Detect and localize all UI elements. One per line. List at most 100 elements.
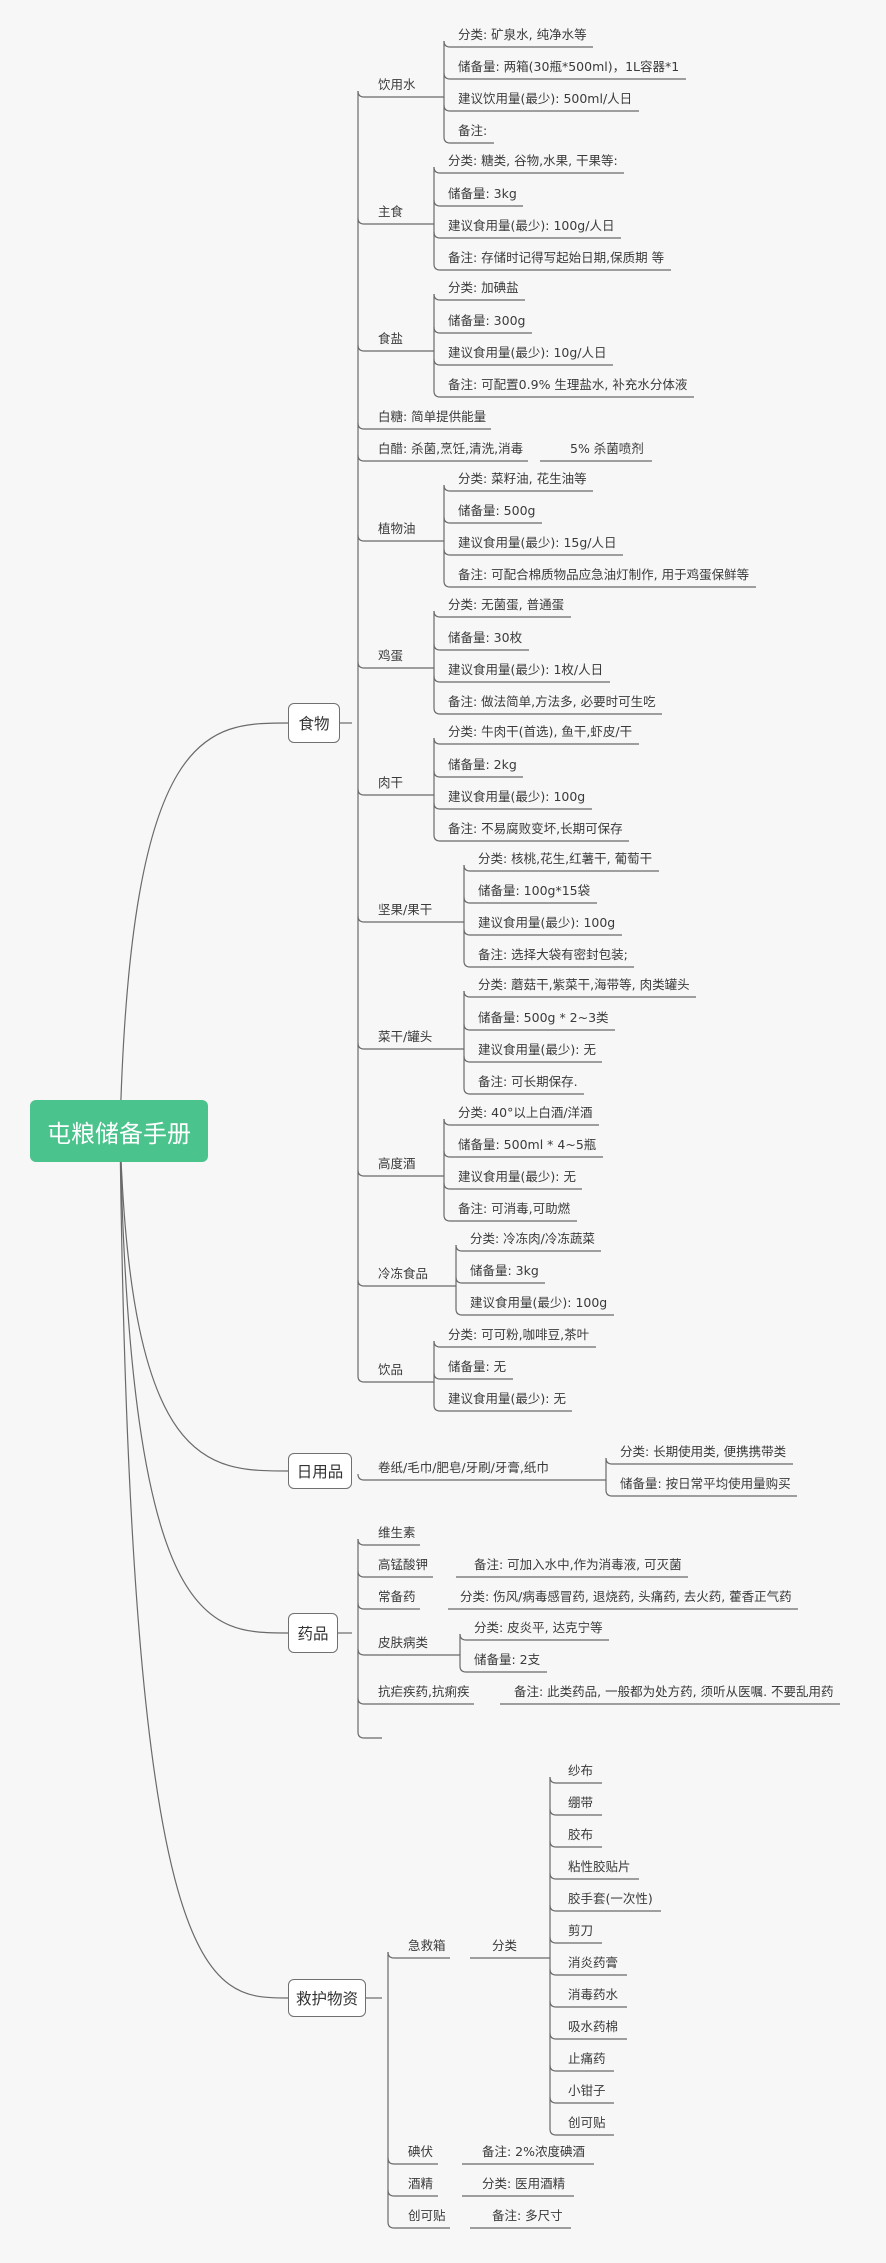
category-daily[interactable]: 日用品: [288, 1453, 352, 1489]
leaf-item[interactable]: 建议饮用量(最少): 500ml/人日: [458, 91, 633, 106]
subtopic[interactable]: 肉干: [378, 775, 404, 790]
subtopic[interactable]: 植物油: [378, 521, 416, 536]
leaf-item[interactable]: 建议食用量(最少): 无: [478, 1042, 596, 1057]
leaf-item[interactable]: 吸水药棉: [568, 2019, 619, 2034]
leaf-item[interactable]: 备注: 此类药品, 一般都为处方药, 须听从医嘱. 不要乱用药: [514, 1684, 834, 1699]
leaf-item[interactable]: 储备量: 500g * 2~3类: [478, 1010, 609, 1025]
leaf-item[interactable]: 储备量: 无: [448, 1359, 507, 1374]
subtopic-underline: [357, 1042, 437, 1050]
category-rescue[interactable]: 救护物资: [288, 1979, 366, 2017]
subtopic[interactable]: 抗疟疾药,抗痢疾: [378, 1684, 470, 1699]
leaf-item[interactable]: 分类: 糖类, 谷物,水果, 干果等:: [448, 153, 618, 168]
leaf-item[interactable]: 储备量: 300g: [448, 313, 526, 328]
subtopic[interactable]: 碘伏: [408, 2144, 434, 2159]
leaf-item[interactable]: 绷带: [568, 1795, 594, 1810]
leaf-item[interactable]: 分类: 40°以上白酒/洋酒: [458, 1105, 593, 1120]
leaf-item[interactable]: 分类: 皮炎平, 达克宁等: [474, 1620, 603, 1635]
subtopic[interactable]: 高锰酸钾: [378, 1557, 429, 1572]
leaf-item[interactable]: 建议食用量(最少): 15g/人日: [458, 535, 617, 550]
leaf-item[interactable]: 分类: 蘑菇干,紫菜干,海带等, 肉类罐头: [478, 977, 690, 992]
leaf-item[interactable]: 剪刀: [568, 1923, 594, 1938]
leaf-item[interactable]: 储备量: 500g: [458, 503, 536, 518]
subtopic[interactable]: 高度酒: [378, 1156, 416, 1171]
leaf-item[interactable]: 储备量: 30枚: [448, 630, 523, 645]
leaf-item[interactable]: 分类: 核桃,花生,红薯干, 葡萄干: [478, 851, 653, 866]
leaf-item[interactable]: 分类: 可可粉,咖啡豆,茶叶: [448, 1327, 590, 1342]
leaf-item[interactable]: 建议食用量(最少): 1枚/人日: [448, 662, 604, 677]
subtopic[interactable]: 皮肤病类: [378, 1635, 429, 1650]
leaf-item[interactable]: 分类: 长期使用类, 便携携带类: [620, 1444, 787, 1459]
subtopic[interactable]: 白醋: 杀菌,烹饪,清洗,消毒: [378, 441, 524, 456]
leaf-item[interactable]: 建议食用量(最少): 100g: [470, 1295, 608, 1310]
leaf-item[interactable]: 止痛药: [568, 2051, 606, 2066]
leaf-item[interactable]: 备注: 可配合棉质物品应急油灯制作, 用于鸡蛋保鲜等: [458, 567, 750, 582]
subtopic[interactable]: 菜干/罐头: [378, 1029, 433, 1044]
leaf-item[interactable]: 消炎药膏: [568, 1955, 619, 1970]
leaf-item[interactable]: 分类: 矿泉水, 纯净水等: [458, 27, 587, 42]
subtopic[interactable]: 急救箱: [408, 1938, 446, 1953]
leaf-item[interactable]: 备注: 做法简单,方法多, 必要时可生吃: [448, 694, 656, 709]
subtopic[interactable]: 常备药: [378, 1589, 416, 1604]
leaf-item[interactable]: 建议食用量(最少): 无: [458, 1169, 576, 1184]
leaf-item[interactable]: 储备量: 3kg: [470, 1263, 539, 1278]
subtopic[interactable]: 分类: [492, 1938, 518, 1953]
category-food[interactable]: 食物: [288, 703, 340, 743]
leaf-item[interactable]: 备注: 存储时记得写起始日期,保质期 等: [448, 250, 665, 265]
subtopic-underline: [357, 1697, 474, 1705]
leaf-underline: [433, 1372, 513, 1380]
leaf-underline: [459, 1665, 547, 1673]
leaf-item[interactable]: 小钳子: [568, 2083, 606, 2098]
subtopic[interactable]: 主食: [378, 204, 404, 219]
subtopic[interactable]: 饮用水: [378, 77, 416, 92]
leaf-item[interactable]: 储备量: 2支: [474, 1652, 541, 1667]
leaf-item[interactable]: 储备量: 两箱(30瓶*500ml)，1L容器*1: [458, 59, 680, 74]
subtopic[interactable]: 鸡蛋: [378, 648, 404, 663]
root-topic[interactable]: 屯粮储备手册: [30, 1100, 208, 1162]
leaf-item[interactable]: 储备量: 500ml * 4~5瓶: [458, 1137, 597, 1152]
leaf-item[interactable]: 备注: 不易腐败变坏,长期可保存: [448, 821, 623, 836]
leaf-item[interactable]: 备注: 可长期保存.: [478, 1074, 578, 1089]
leaf-item[interactable]: 胶布: [568, 1827, 594, 1842]
leaf-item[interactable]: 分类: 加碘盐: [448, 280, 519, 295]
leaf-item[interactable]: 分类: 无菌蛋, 普通蛋: [448, 597, 565, 612]
leaf-item[interactable]: 建议食用量(最少): 100g/人日: [448, 218, 615, 233]
leaf-item[interactable]: 储备量: 2kg: [448, 757, 517, 772]
leaf-item[interactable]: 胶手套(一次性): [568, 1891, 653, 1906]
leaf-item[interactable]: 分类: 伤风/病毒感冒药, 退烧药, 头痛药, 去火药, 藿香正气药: [460, 1589, 792, 1604]
subtopic[interactable]: 维生素: [378, 1525, 416, 1540]
subtopic[interactable]: 食盐: [378, 331, 404, 346]
leaf-item[interactable]: 分类: 冷冻肉/冷冻蔬菜: [470, 1231, 595, 1246]
leaf-item[interactable]: 建议食用量(最少): 100g: [478, 915, 616, 930]
leaf-item[interactable]: 创可贴: [568, 2115, 606, 2130]
leaf-item[interactable]: 纱布: [568, 1763, 594, 1778]
leaf-item[interactable]: 备注: 可加入水中,作为消毒液, 可灭菌: [474, 1557, 682, 1572]
subtopic[interactable]: 酒精: [408, 2176, 434, 2191]
subtopic[interactable]: 卷纸/毛巾/肥皂/牙刷/牙膏,纸巾: [378, 1460, 549, 1475]
leaf-item[interactable]: 储备量: 3kg: [448, 186, 517, 201]
category-medicine[interactable]: 药品: [288, 1613, 338, 1653]
leaf-item[interactable]: 储备量: 按日常平均使用量购买: [620, 1476, 791, 1491]
leaf-item[interactable]: 建议食用量(最少): 10g/人日: [448, 345, 607, 360]
subtopic[interactable]: 白糖: 简单提供能量: [378, 409, 487, 424]
leaf-item[interactable]: 备注: 多尺寸: [492, 2208, 563, 2223]
leaf-item[interactable]: 备注: 2%浓度碘酒: [482, 2144, 586, 2159]
leaf-underline: [433, 834, 629, 842]
leaf-underline: [455, 1244, 601, 1252]
leaf-item[interactable]: 消毒药水: [568, 1987, 619, 2002]
leaf-item[interactable]: 储备量: 100g*15袋: [478, 883, 591, 898]
subtopic[interactable]: 创可贴: [408, 2208, 446, 2223]
leaf-item[interactable]: 5% 杀菌喷剂: [570, 441, 644, 456]
subtopic[interactable]: 饮品: [378, 1362, 404, 1377]
leaf-item[interactable]: 分类: 牛肉干(首选), 鱼干,虾皮/干: [448, 724, 633, 739]
subtopic[interactable]: 冷冻食品: [378, 1266, 429, 1281]
leaf-item[interactable]: 粘性胶贴片: [568, 1859, 631, 1874]
leaf-item[interactable]: 备注: 可消毒,可助燃: [458, 1201, 571, 1216]
subtopic[interactable]: 坚果/果干: [378, 902, 433, 917]
leaf-item[interactable]: 建议食用量(最少): 无: [448, 1391, 566, 1406]
leaf-item[interactable]: 分类: 医用酒精: [482, 2176, 566, 2191]
leaf-item[interactable]: 建议食用量(最少): 100g: [448, 789, 586, 804]
leaf-item[interactable]: 分类: 菜籽油, 花生油等: [458, 471, 587, 486]
leaf-item[interactable]: 备注: 选择大袋有密封包装;: [478, 947, 628, 962]
leaf-item[interactable]: 备注: 可配置0.9% 生理盐水, 补充水分体液: [448, 377, 688, 392]
leaf-item[interactable]: 备注:: [458, 123, 488, 138]
